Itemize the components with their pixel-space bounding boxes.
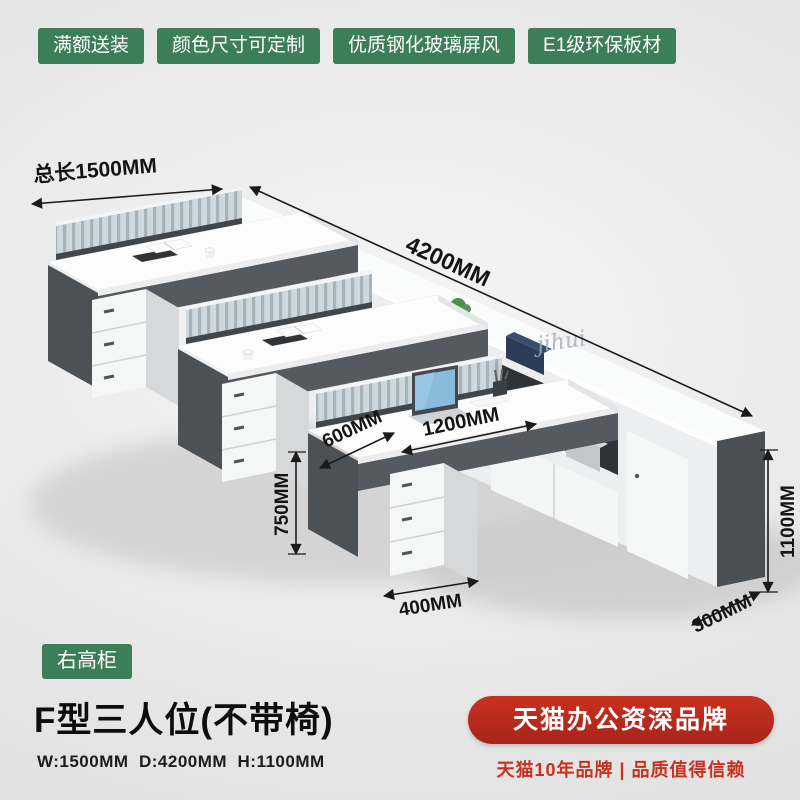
promo-badge-free-install: 满额送装 [38,28,145,64]
dim-total-length-arrow [30,184,224,209]
drawer-pedestal [389,463,477,584]
open-book [132,238,193,262]
dim-cabinet-depth-arrow [690,591,762,626]
cup [204,247,216,258]
promo-badge-e1-board: E1级环保板材 [528,28,677,64]
brand-badge: 天猫办公资深品牌 [468,696,774,744]
dim-desk-depth-arrow [318,432,396,469]
promo-badge-row: 满额送装 颜色尺寸可定制 优质钢化玻璃屏风 E1级环保板材 [38,28,677,64]
promo-badge-customizable: 颜色尺寸可定制 [157,28,321,64]
promo-badge-tempered-glass: 优质钢化玻璃屏风 [333,28,516,64]
drawer-pedestal [91,289,179,406]
brand-tagline: 天猫10年品牌 | 品质值得信赖 [496,760,746,780]
brand-block: 天猫办公资深品牌 天猫10年品牌 | 品质值得信赖 [468,696,774,782]
dim-pedestal-width-label: 400MM [397,590,463,621]
dim-run-length-arrow [248,186,754,417]
dim-total-length-label: 总长1500MM [33,153,158,187]
dim-desk-height-label: 750MM [272,473,293,536]
product-title: F型三人位(不带椅) [34,701,334,740]
cup [242,349,254,360]
dim-desk-length-arrow [400,420,538,456]
product-specs: W:1500MM D:4200MM H:1100MM [37,752,325,771]
cabinet-config-badge: 右高柜 [42,644,132,679]
dim-cabinet-height-label: 1100MM [778,485,799,558]
product-illustration: jihui [30,153,800,637]
dim-pedestal-width-arrow [382,577,480,600]
